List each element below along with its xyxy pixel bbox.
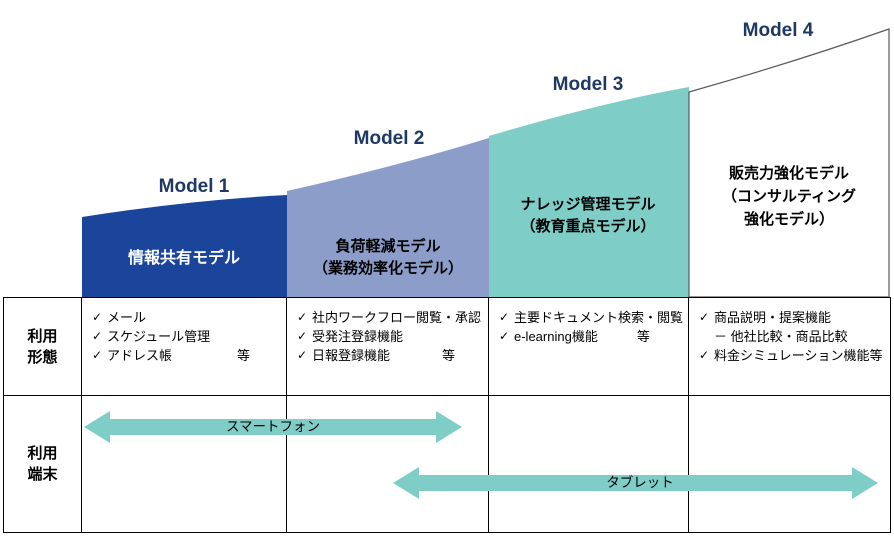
model1-title-line: 情報共有モデル [127, 250, 241, 267]
check-icon: ✓ [92, 310, 103, 324]
usage-item-text: 社内ワークフロー閲覧・承認 [312, 310, 482, 325]
usage-item-text: 受発注登録機能 [312, 329, 404, 344]
usage-item: ✓ 社内ワークフロー閲覧・承認 [297, 308, 482, 327]
check-icon: ✓ [699, 310, 710, 324]
check-icon: ✓ [499, 329, 510, 343]
usage-item-text: 主要ドキュメント検索・閲覧 [514, 310, 684, 325]
usage-item: ✓ スケジュール管理 [92, 327, 280, 346]
usage-item-text: － 他社比較・商品比較 [714, 329, 848, 344]
check-icon: ✓ [499, 310, 510, 324]
row-header-line: 端末 [27, 466, 58, 483]
row-header-usage-device: 利用 端末 [4, 396, 82, 532]
usage-item: ✓ e-learning機能 等 [499, 327, 682, 346]
row-header-line: 利用 [27, 445, 58, 462]
usage-item-text: 商品説明・提案機能 [714, 310, 832, 325]
usage-cell-model4: ✓ 商品説明・提案機能 － 他社比較・商品比較 ✓ 料金シミュレーション機能等 [689, 298, 890, 396]
usage-table: 利用 形態 ✓ メール ✓ スケジュール管理 ✓ アドレス帳 等 ✓ [3, 297, 891, 533]
model4-title-line: （コンサルティング [721, 188, 857, 205]
usage-item: ✓ 日報登録機能 等 [297, 346, 482, 365]
model2-block [287, 138, 489, 297]
usage-item: － 他社比較・商品比較 [699, 327, 884, 346]
model1-title: 情報共有モデル [128, 248, 240, 270]
model3-title-line: （教育重点モデル） [520, 218, 656, 235]
usage-item: ✓ アドレス帳 等 [92, 346, 280, 365]
model3-title: ナレッジ管理モデル （教育重点モデル） [520, 194, 655, 238]
model2-title-line: （業務効率化モデル） [312, 260, 464, 277]
model2-title-line: 負荷軽減モデル [335, 238, 441, 255]
model4-block [688, 28, 890, 297]
usage-item: ✓ 受発注登録機能 [297, 327, 482, 346]
model1-label: Model 1 [158, 176, 230, 197]
model4-label: Model 4 [742, 20, 814, 41]
usage-item-text: メール [107, 310, 147, 325]
usage-item-text: アドレス帳 等 [107, 348, 251, 363]
usage-item: ✓ メール [92, 308, 280, 327]
row-header-usage-type: 利用 形態 [4, 298, 82, 396]
usage-cell-model2: ✓ 社内ワークフロー閲覧・承認 ✓ 受発注登録機能 ✓ 日報登録機能 等 [287, 298, 489, 396]
model2-title: 負荷軽減モデル （業務効率化モデル） [313, 236, 463, 280]
usage-cell-model1: ✓ メール ✓ スケジュール管理 ✓ アドレス帳 等 [82, 298, 287, 396]
check-icon: ✓ [297, 310, 308, 324]
usage-item-text: 日報登録機能 等 [312, 348, 456, 363]
model3-label: Model 3 [552, 74, 624, 95]
model2-label: Model 2 [353, 128, 425, 149]
usage-item-text: 料金シミュレーション機能等 [714, 348, 883, 363]
usage-item-text: スケジュール管理 [107, 329, 211, 344]
model4-title-line: 強化モデル） [743, 211, 835, 228]
device-cell-model3 [489, 396, 689, 532]
row-header-line: 形態 [27, 348, 58, 366]
device-cell-model1 [82, 396, 287, 532]
model3-title-line: ナレッジ管理モデル [520, 196, 656, 213]
usage-item: ✓ 料金シミュレーション機能等 [699, 346, 884, 365]
check-icon: ✓ [699, 348, 710, 362]
usage-cell-model3: ✓ 主要ドキュメント検索・閲覧 ✓ e-learning機能 等 [489, 298, 689, 396]
check-icon: ✓ [297, 348, 308, 362]
row-header-line: 利用 [27, 327, 58, 345]
model4-title-line: 販売力強化モデル [728, 165, 850, 182]
device-cell-model4 [689, 396, 890, 532]
model1-block [82, 195, 287, 297]
models-chart [82, 28, 890, 297]
check-icon: ✓ [297, 329, 308, 343]
model3-block [489, 87, 689, 297]
check-icon: ✓ [92, 329, 103, 343]
usage-item: ✓ 主要ドキュメント検索・閲覧 [499, 308, 684, 327]
model4-title: 販売力強化モデル （コンサルティング 強化モデル） [722, 162, 856, 231]
check-icon: ✓ [92, 348, 103, 362]
usage-item-text: e-learning機能 等 [514, 329, 650, 344]
device-cell-model2 [287, 396, 489, 532]
usage-item: ✓ 商品説明・提案機能 [699, 308, 884, 327]
